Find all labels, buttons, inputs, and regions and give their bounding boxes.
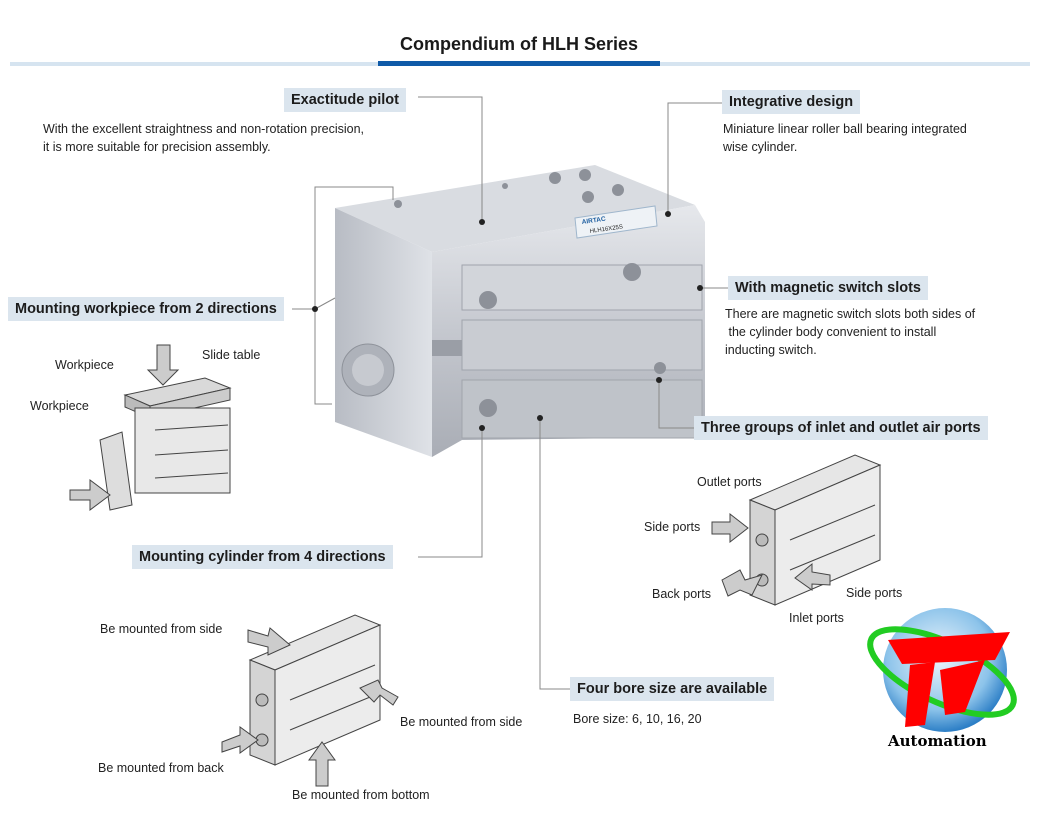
tag-air-ports: Three groups of inlet and outlet air por… <box>694 416 988 440</box>
desc-line: With the excellent straightness and non-… <box>43 122 365 136</box>
magnetic-desc: There are magnetic switch slots both sid… <box>725 305 975 359</box>
ports-diagram <box>711 454 882 606</box>
desc-line: inducting switch. <box>725 343 817 357</box>
callout-back-ports: Back ports <box>652 587 712 601</box>
callout-side-ports-right: Side ports <box>846 586 903 600</box>
leader-lines <box>292 96 728 690</box>
tv-automation-logo <box>867 608 1017 732</box>
callout-inlet-ports: Inlet ports <box>789 611 844 625</box>
callout-mount-side-right: Be mounted from side <box>400 715 523 729</box>
bore-desc: Bore size: 6, 10, 16, 20 <box>573 712 702 726</box>
desc-line: wise cylinder. <box>723 140 798 154</box>
workpiece-diagram <box>69 344 232 511</box>
tag-integrative-design: Integrative design <box>722 90 861 114</box>
callout-mount-back: Be mounted from back <box>98 761 224 775</box>
desc-line: it is more suitable for precision assemb… <box>43 140 271 154</box>
desc-line: the cylinder body convenient to install <box>725 325 937 339</box>
tag-exactitude-pilot: Exactitude pilot <box>284 88 406 112</box>
desc-line: Miniature linear roller ball bearing int… <box>723 122 967 136</box>
main-cylinder-image: AIRTAC HLH16X25S <box>335 165 705 457</box>
tag-mounting-cylinder: Mounting cylinder from 4 directions <box>132 545 393 569</box>
integrative-desc: Miniature linear roller ball bearing int… <box>723 120 967 156</box>
tag-magnetic-switch-slots: With magnetic switch slots <box>728 276 928 300</box>
callout-slide-table: Slide table <box>202 348 261 362</box>
callout-workpiece-top: Workpiece <box>55 358 114 372</box>
desc-line: There are magnetic switch slots both sid… <box>725 307 976 321</box>
product-label-brand: AIRTAC <box>581 216 606 226</box>
callout-outlet-ports: Outlet ports <box>697 475 762 489</box>
callout-workpiece-side: Workpiece <box>30 399 89 413</box>
tag-bore-size: Four bore size are available <box>570 677 775 701</box>
page-title: Compendium of HLH Series <box>399 34 639 54</box>
exactitude-desc: With the excellent straightness and non-… <box>43 120 364 156</box>
title-accent-bar <box>378 61 660 66</box>
callout-side-ports-left: Side ports <box>644 520 701 534</box>
callout-mount-bottom: Be mounted from bottom <box>292 788 430 802</box>
callout-mount-side-top: Be mounted from side <box>100 622 223 636</box>
mounting-diagram <box>221 614 399 787</box>
leader-dots <box>312 211 703 431</box>
product-label-model: HLH16X25S <box>589 224 623 235</box>
tag-mounting-workpiece: Mounting workpiece from 2 directions <box>8 297 284 321</box>
logo-text: Automation <box>888 732 987 750</box>
